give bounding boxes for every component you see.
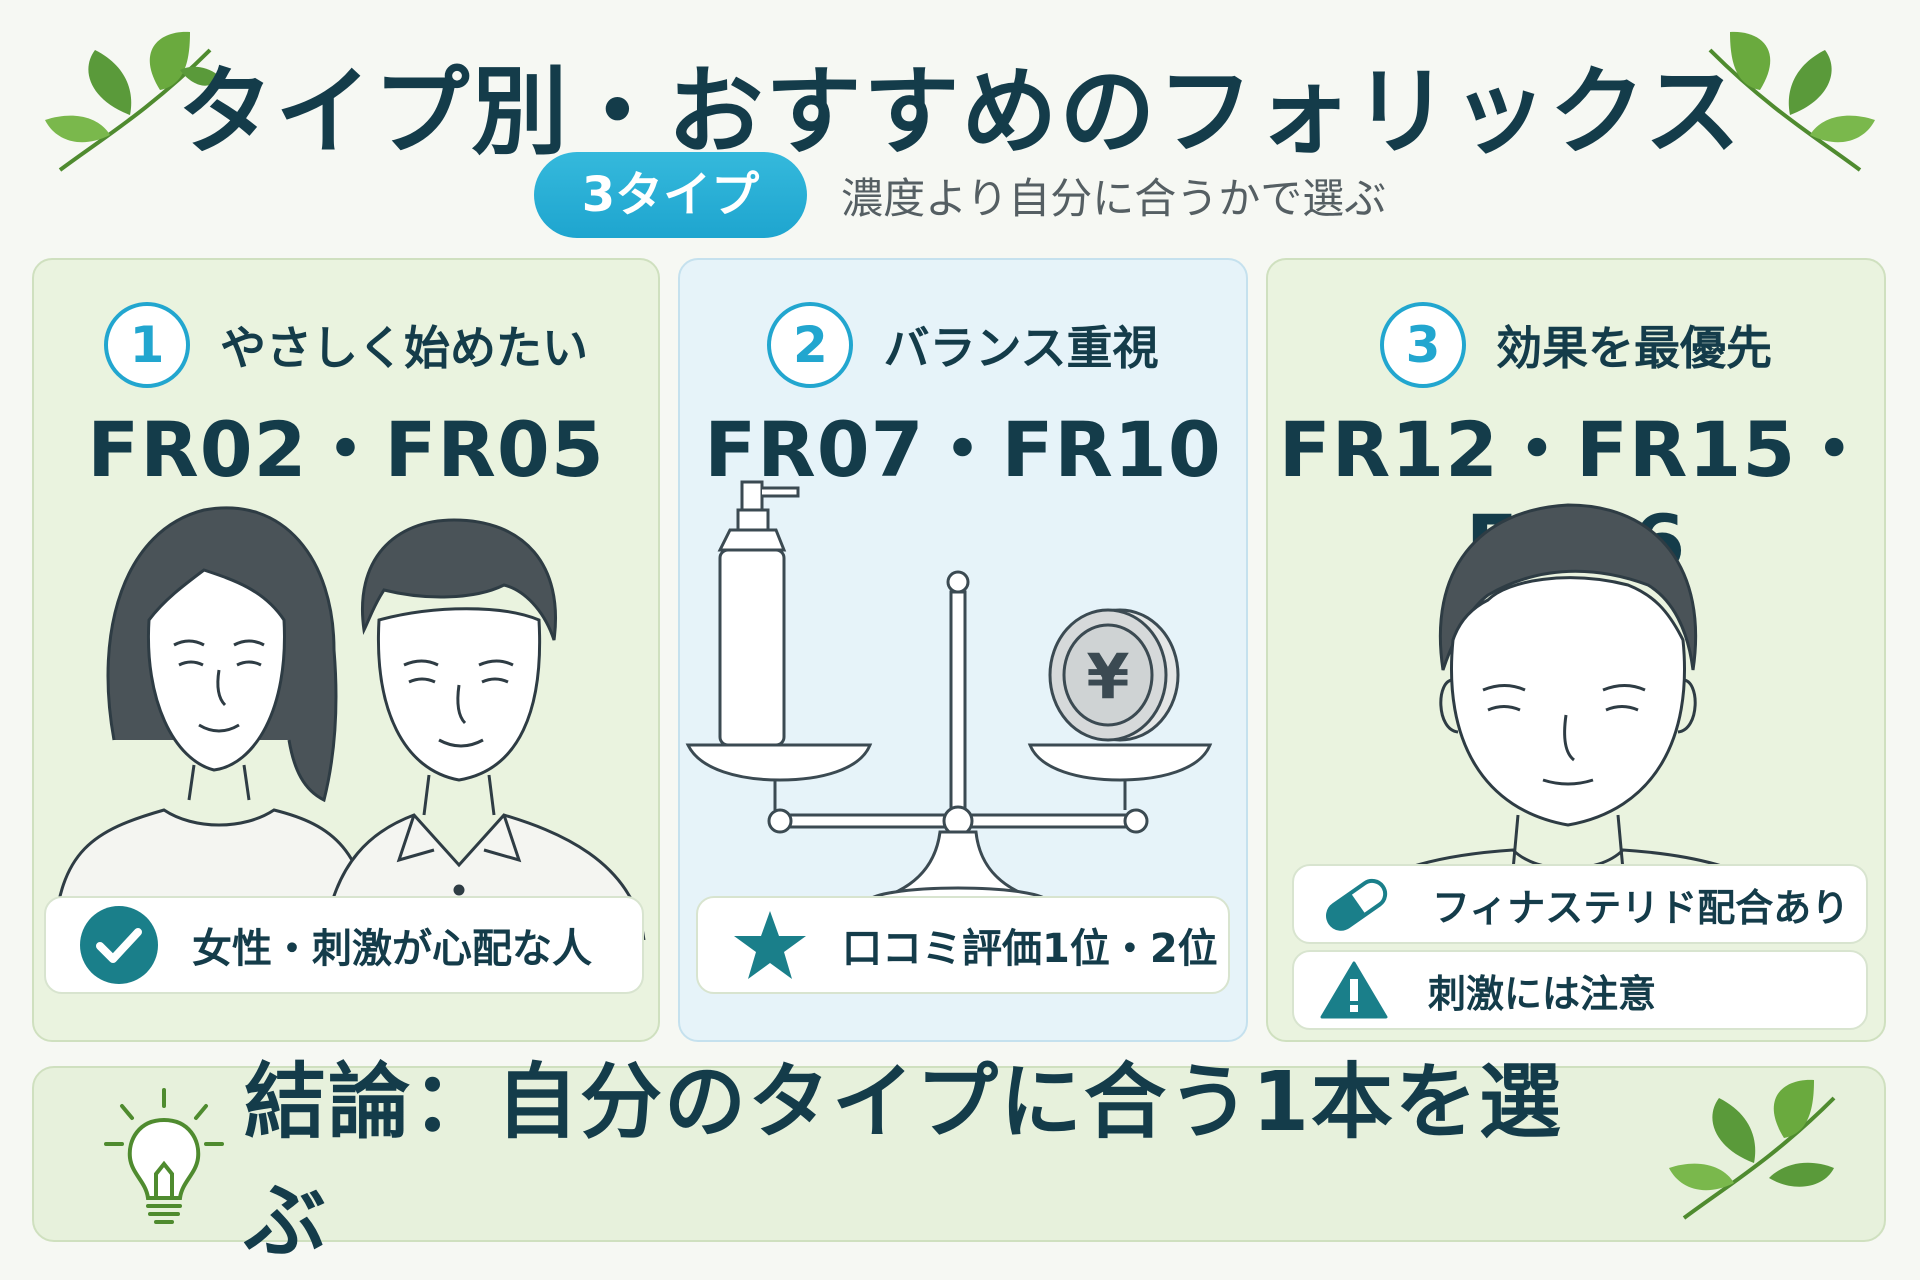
- card-number: 3: [1380, 302, 1466, 388]
- woman-and-man-illustration-icon: [52, 506, 646, 940]
- check-circle-icon: [80, 906, 158, 984]
- card-title: バランス重視: [883, 321, 1159, 375]
- card-models: FR07・FR10: [704, 405, 1222, 494]
- card-number: 2: [767, 302, 854, 388]
- conclusion-banner: 結論：自分のタイプに合う1本を選ぶ: [32, 1055, 1886, 1269]
- type-card-balance[interactable]: 2 バランス重視 FR07・FR10: [678, 258, 1248, 1042]
- balance-scale-bottle-and-yen-coin-icon: ¥: [685, 480, 1213, 918]
- man-illustration-icon: [1366, 503, 1770, 890]
- card-header: 2 バランス重視: [680, 302, 1246, 388]
- card-title: 効果を最優先: [1496, 321, 1772, 375]
- card-number: 1: [104, 302, 190, 388]
- conclusion-text: 結論：自分のタイプに合う1本を選ぶ: [244, 1055, 1564, 1269]
- card-point: 刺激には注意: [1292, 950, 1868, 1030]
- card-header: 1 やさしく始めたい: [34, 302, 658, 388]
- star-icon: [734, 911, 806, 979]
- leaf-decoration-bottom-right-icon: [1669, 1079, 1836, 1220]
- type-card-gentle[interactable]: 1 やさしく始めたい FR02・FR05: [32, 258, 660, 1042]
- card-models: FR02・FR05: [87, 405, 605, 494]
- card-point: フィナステリド配合あり: [1292, 864, 1868, 944]
- card-point-text: 刺激には注意: [1428, 971, 1657, 1016]
- card-point: 口コミ評価1位・2位: [696, 896, 1230, 994]
- leaf-decoration-top-left-icon: [45, 31, 218, 172]
- page-subtitle: 濃度より自分に合うかで選ぶ: [841, 173, 1387, 223]
- type-count-badge: 3タイプ: [533, 152, 808, 238]
- card-header: 3 効果を最優先: [1268, 302, 1884, 388]
- page-title: タイプ別・おすすめのフォリックス: [177, 56, 1743, 168]
- card-point-text: フィナステリド配合あり: [1432, 885, 1850, 930]
- card-point: 女性・刺激が心配な人: [44, 896, 644, 994]
- warning-icon: [1320, 961, 1388, 1019]
- card-point-text: 口コミ評価1位・2位: [842, 926, 1218, 972]
- card-title: やさしく始めたい: [220, 321, 588, 375]
- svg-text:¥: ¥: [1086, 640, 1129, 713]
- capsule-icon: [1326, 878, 1388, 931]
- subtitle-row: 3タイプ 濃度より自分に合うかで選ぶ: [0, 152, 1920, 238]
- lightbulb-icon: [104, 1088, 224, 1224]
- type-card-effect-first[interactable]: 3 効果を最優先 FR12・FR15・FR16: [1266, 258, 1886, 1042]
- card-point-text: 女性・刺激が心配な人: [192, 926, 592, 972]
- leaf-decoration-top-right-icon: [1708, 31, 1875, 172]
